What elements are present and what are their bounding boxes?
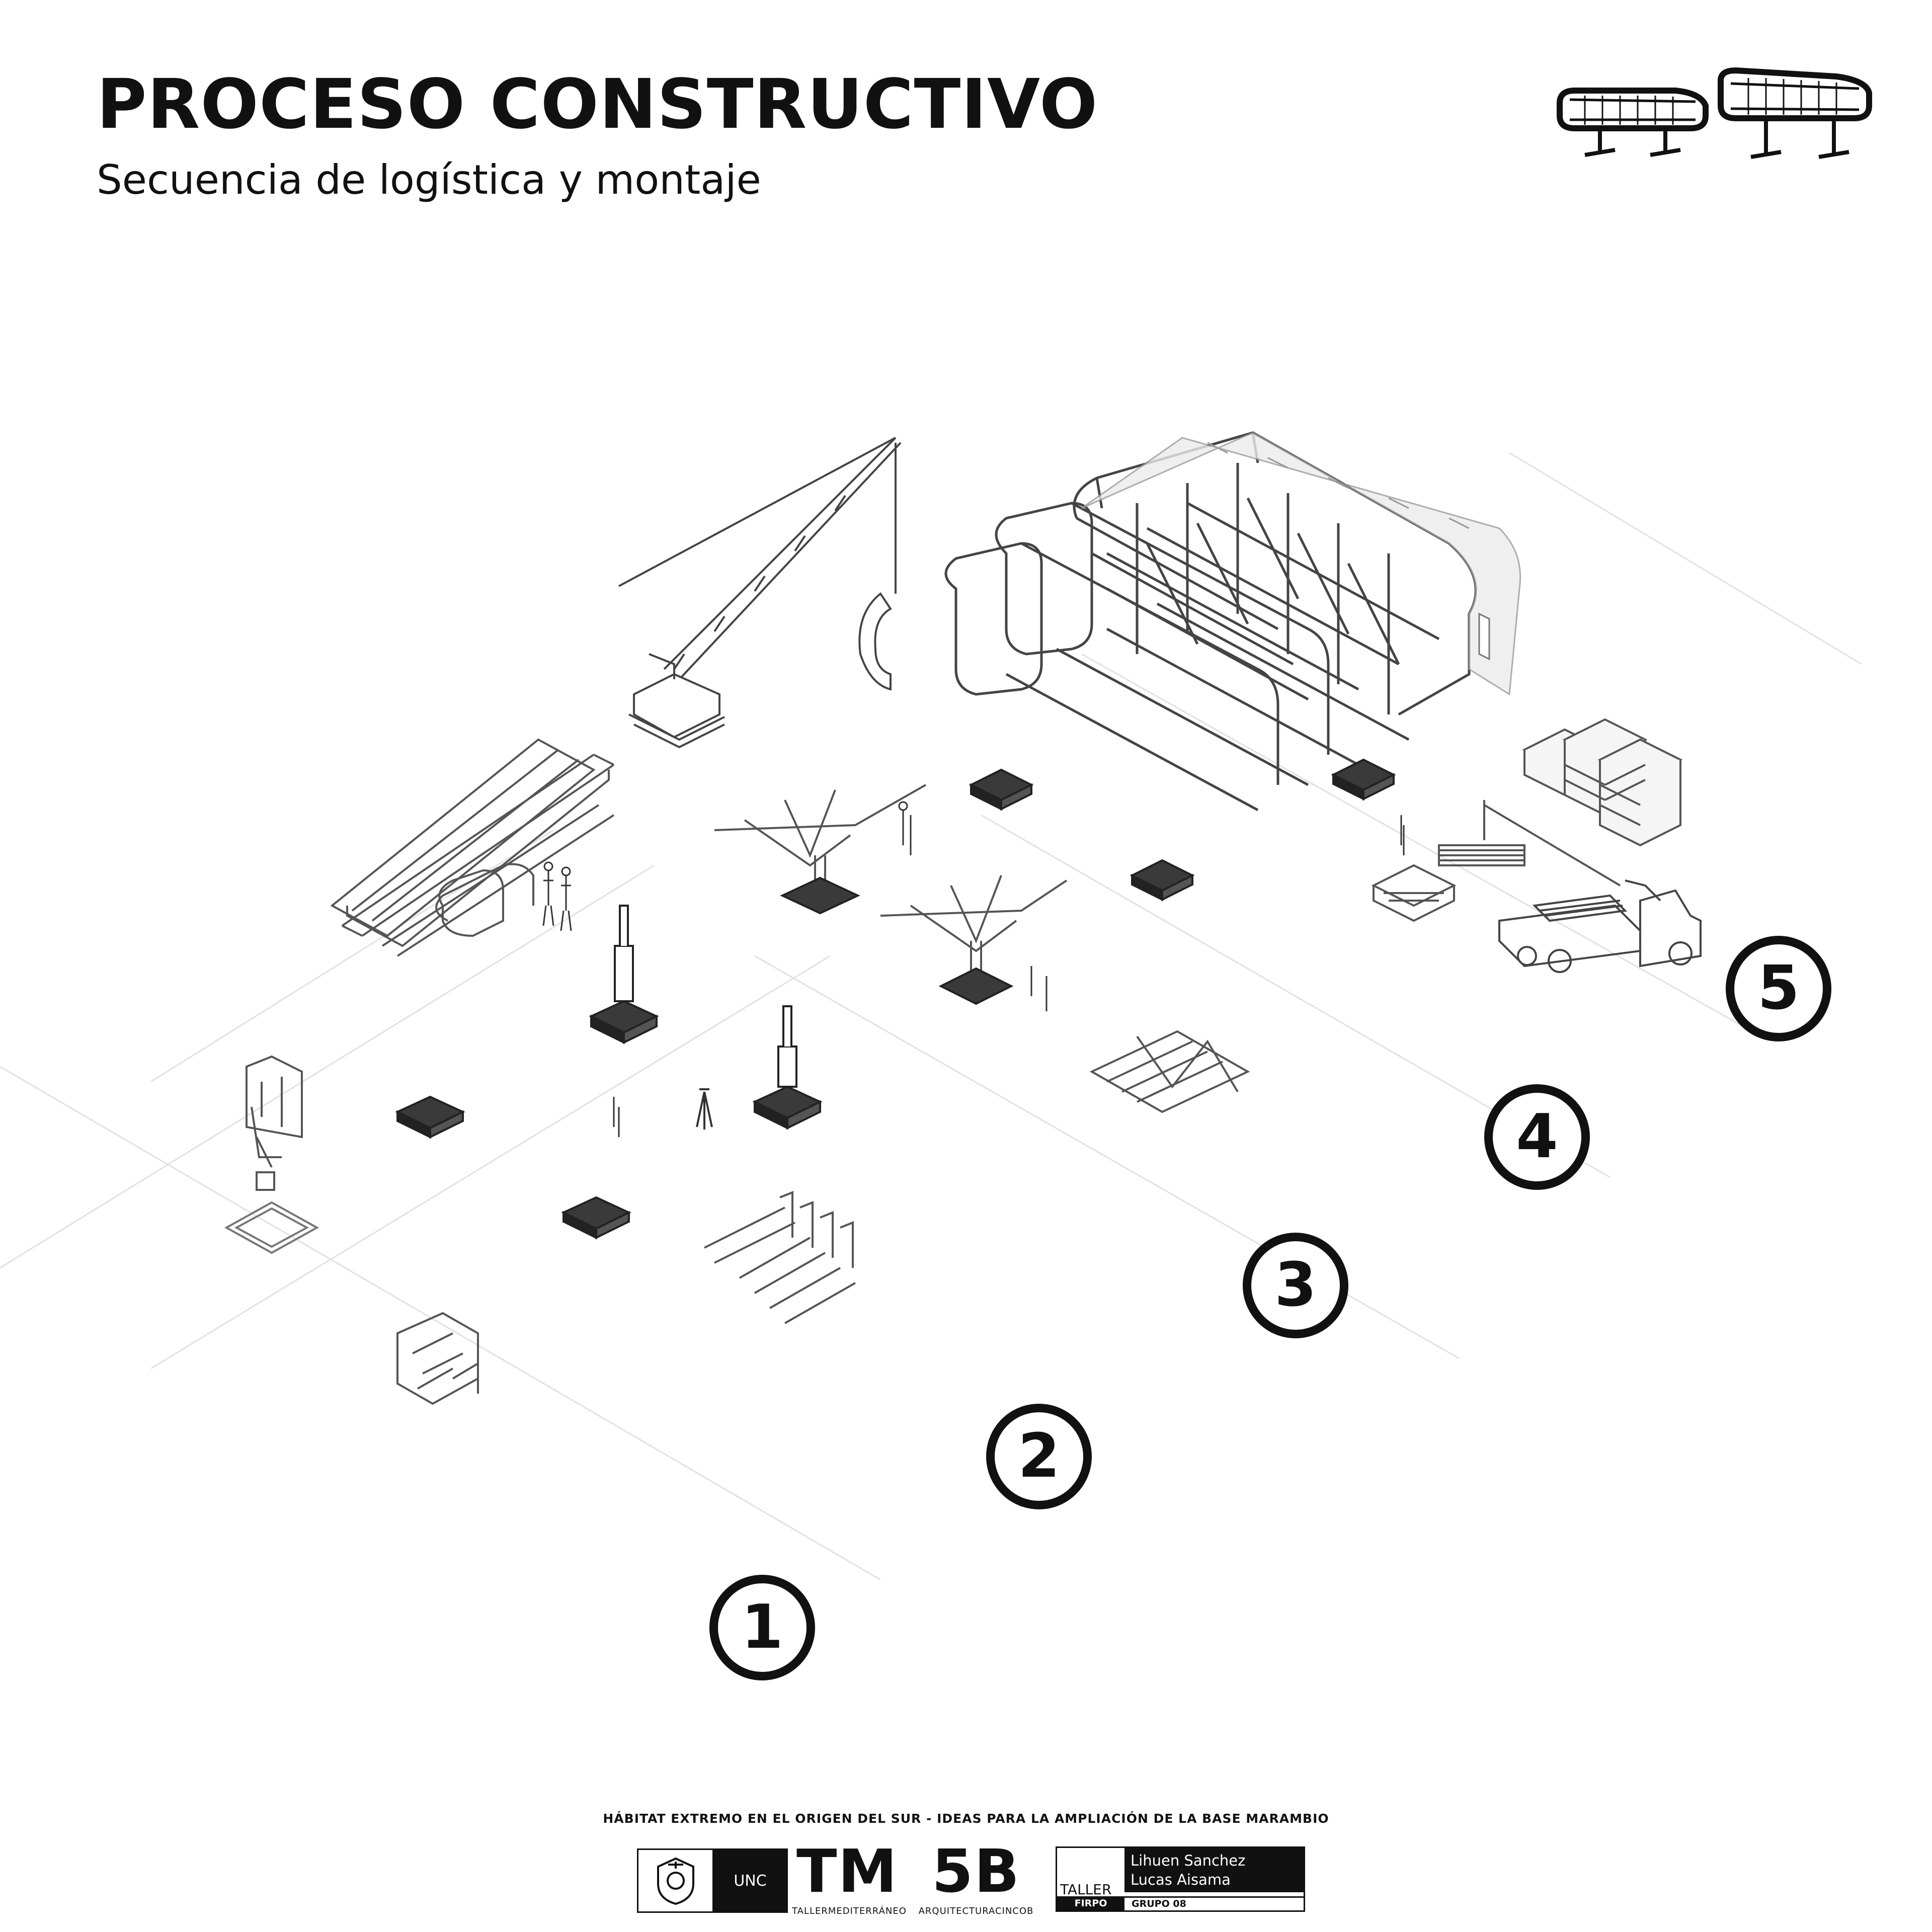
workers	[542, 801, 1405, 1137]
group-label: GRUPO 08	[1124, 1896, 1304, 1910]
firpo-label: FIRPO	[1057, 1896, 1124, 1910]
module-cladding	[1081, 432, 1521, 696]
module-frame-icon	[944, 431, 1477, 812]
ground-module-frame	[341, 754, 615, 957]
foundation-pad	[395, 1095, 631, 1240]
5b-logo: 5B ARQUITECTURACINCOB	[916, 1841, 1036, 1916]
excavator-icon	[246, 1055, 303, 1191]
step-marker-3: 3	[1243, 1233, 1348, 1338]
unc-logo: UNC	[637, 1848, 788, 1913]
beam-bundles	[1371, 800, 1621, 922]
taller-credits: TALLER Lihuen Sanchez Lucas Aisama FIRPO…	[1056, 1846, 1305, 1912]
column-on-pad	[589, 905, 823, 1130]
panel-pallets	[1522, 718, 1683, 847]
author-names: Lihuen Sanchez Lucas Aisama	[1124, 1848, 1304, 1892]
5b-logo-mark: 5B	[931, 1836, 1021, 1906]
author-2: Lucas Aisama	[1131, 1871, 1231, 1888]
ground-guides	[0, 452, 1862, 1581]
university-seal-icon	[638, 1850, 714, 1911]
step-marker-5: 5	[1726, 936, 1831, 1041]
panel-stacks	[330, 738, 610, 947]
step-marker-2: 2	[986, 1404, 1092, 1509]
taller-label: TALLER	[1060, 1881, 1112, 1898]
crane-icon	[618, 437, 902, 749]
footer-title: HÁBITAT EXTREMO EN EL ORIGEN DEL SUR - I…	[603, 1811, 1329, 1826]
star-support	[714, 784, 1068, 1005]
unc-label: UNC	[714, 1850, 786, 1911]
page-title: PROCESO CONSTRUCTIVO	[97, 65, 1098, 144]
tm-logo-caption: TALLERMEDITERRÁNEO	[792, 1906, 907, 1916]
step-marker-1: 1	[709, 1575, 815, 1680]
excavation-pit	[224, 1201, 319, 1254]
truck-icon	[1498, 879, 1702, 973]
survey-tripod-icon	[696, 1088, 713, 1130]
bulldozer-icon	[396, 1312, 479, 1405]
frame-segment-stack	[1089, 1030, 1250, 1113]
page-subtitle: Secuencia de logística y montaje	[97, 156, 761, 203]
step-marker-4: 4	[1484, 1084, 1590, 1190]
5b-logo-caption: ARQUITECTURACINCOB	[918, 1906, 1034, 1916]
tm-logo-mark: TM	[796, 1836, 898, 1906]
pile-stack	[704, 1191, 856, 1324]
author-1: Lihuen Sanchez	[1131, 1852, 1246, 1869]
tm-logo: TM TALLERMEDITERRÁNEO	[792, 1836, 907, 1916]
module-foundation-pads	[969, 758, 1396, 902]
module-thumbnails-icon	[1557, 67, 1872, 159]
